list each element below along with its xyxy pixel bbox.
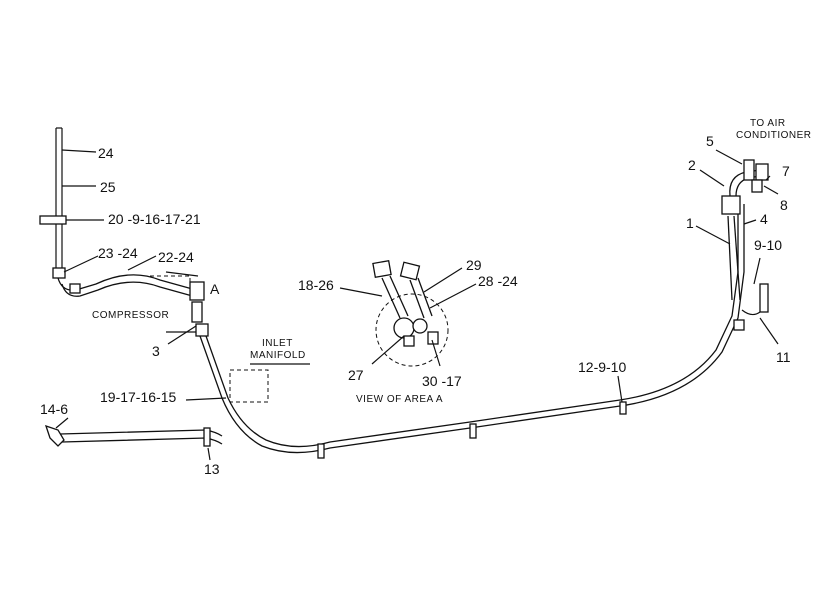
manifold-label: MANIFOLD [250, 350, 306, 361]
label-11: 11 [776, 349, 791, 365]
label-1: 1 [686, 215, 694, 231]
to-air-label: TO AIR [750, 118, 786, 129]
label-28: 28 -24 [478, 273, 518, 289]
leader-lines [55, 149, 779, 461]
compressor-hose [57, 274, 205, 301]
lower-hose [44, 424, 223, 447]
inlet-manifold-box [229, 369, 269, 403]
label-7: 7 [782, 163, 790, 179]
label-20: 20 -9-16-17-21 [108, 211, 201, 227]
label-9: 9-10 [754, 237, 782, 253]
label-22: 22-24 [158, 249, 194, 265]
hose-clamps [203, 319, 745, 459]
label-18: 18-26 [298, 277, 334, 293]
label-24: 24 [98, 145, 114, 161]
label-29: 29 [466, 257, 482, 273]
label-a: A [210, 281, 220, 297]
label-3: 3 [152, 343, 160, 359]
compressor-fitting [191, 301, 209, 337]
label-23: 23 -24 [98, 245, 138, 261]
label-30: 30 -17 [422, 373, 462, 389]
label-27: 27 [348, 367, 364, 383]
main-hose [199, 204, 745, 454]
label-2: 2 [688, 157, 696, 173]
inlet-label: INLET [262, 338, 293, 349]
label-19: 19-17-16-15 [100, 389, 176, 405]
label-13: 13 [204, 461, 220, 477]
label-14: 14-6 [40, 401, 68, 417]
area-a-detail [372, 259, 449, 367]
view-area-caption: VIEW OF AREA A [356, 394, 443, 405]
right-assembly [721, 159, 769, 316]
compressor-label: COMPRESSOR [92, 310, 169, 321]
label-4: 4 [760, 211, 768, 227]
label-5: 5 [706, 133, 714, 149]
vertical-tube [39, 127, 67, 279]
label-12: 12-9-10 [578, 359, 626, 375]
label-25: 25 [100, 179, 116, 195]
label-8: 8 [780, 197, 788, 213]
conditioner-label: CONDITIONER [736, 130, 812, 141]
